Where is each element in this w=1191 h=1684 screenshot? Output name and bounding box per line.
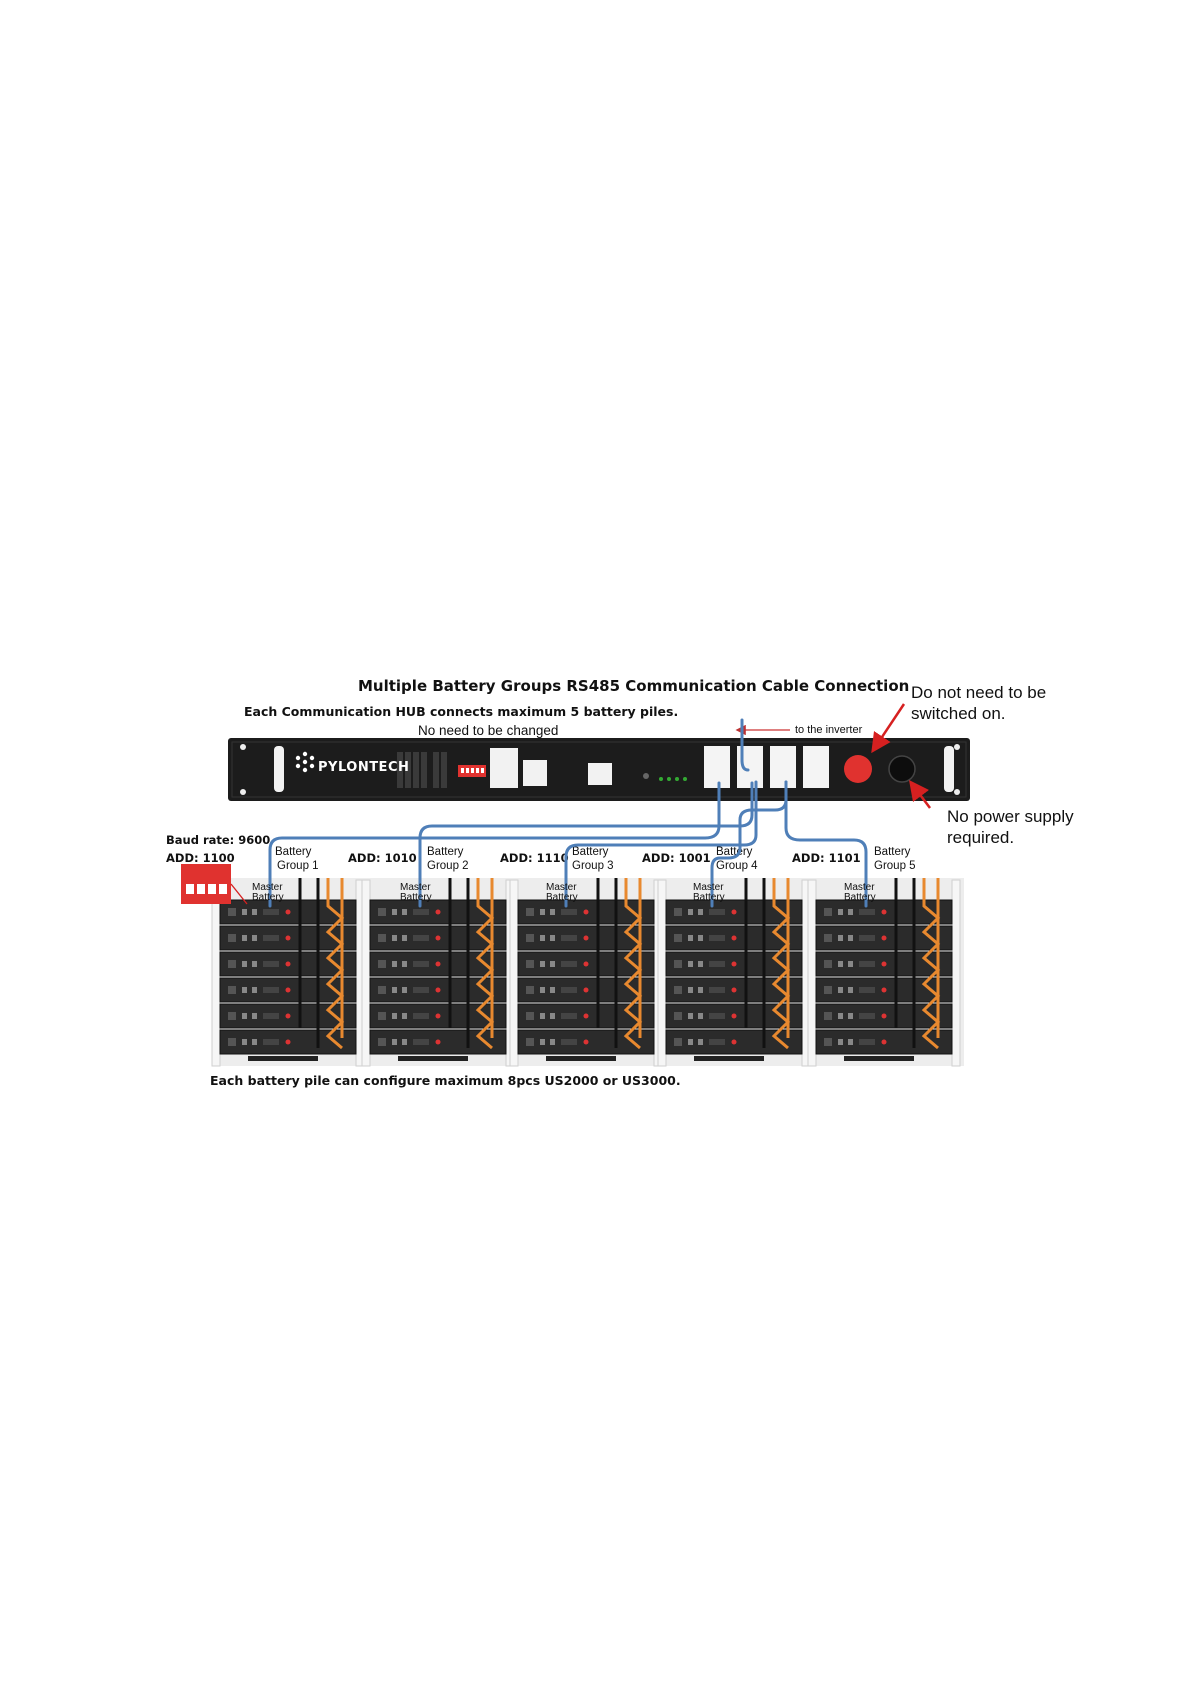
diagram-subtitle: Each Communication HUB connects maximum … bbox=[244, 704, 679, 719]
pylontech-logo-icon bbox=[295, 751, 315, 773]
rs232-port-icon bbox=[523, 760, 547, 786]
rs485-cables bbox=[268, 718, 868, 908]
group-1-address: ADD: 1100 bbox=[166, 851, 235, 865]
cable-group-4 bbox=[710, 780, 788, 908]
switch-arrow-icon bbox=[871, 703, 906, 754]
power-note: No power supply required. bbox=[947, 807, 1074, 847]
rj45-port-3-icon bbox=[770, 746, 796, 788]
rj45-port-4-icon bbox=[803, 746, 829, 788]
cable-group-2 bbox=[418, 781, 754, 908]
battery-rack-2 bbox=[361, 878, 515, 1067]
can-out-port-icon bbox=[490, 748, 518, 788]
cable-group-5 bbox=[784, 780, 868, 908]
power-button-icon bbox=[888, 755, 916, 783]
group-5-address: ADD: 1101 bbox=[792, 851, 861, 865]
inverter-label: to the inverter bbox=[795, 724, 863, 736]
battery-rack-4 bbox=[657, 878, 811, 1067]
baud-rate-label: Baud rate: 9600 bbox=[166, 833, 271, 847]
brand-logo: PYLONTECH bbox=[318, 760, 410, 775]
hub-dip-switch-icon bbox=[458, 765, 486, 777]
hub-note: No need to be changed bbox=[418, 723, 559, 738]
battery-dip-switch-icon bbox=[181, 864, 248, 905]
battery-rack-5 bbox=[807, 878, 961, 1067]
group-3-address: ADD: 1110 bbox=[500, 851, 569, 865]
battery-rack-3 bbox=[509, 878, 663, 1067]
footer-note: Each battery pile can configure maximum … bbox=[210, 1073, 681, 1088]
group-4-address: ADD: 1001 bbox=[642, 851, 711, 865]
diagram-title: Multiple Battery Groups RS485 Communicat… bbox=[358, 677, 910, 695]
switch-note: Do not need to be switched on. bbox=[911, 683, 1047, 723]
power-switch-red-icon bbox=[844, 755, 872, 783]
left-handle bbox=[274, 746, 284, 792]
right-handle bbox=[944, 746, 954, 792]
cable-group-3 bbox=[564, 780, 758, 908]
group-2-address: ADD: 1010 bbox=[348, 851, 417, 865]
battery-rack-1 bbox=[211, 878, 365, 1067]
power-arrow-icon bbox=[909, 780, 931, 809]
can-in-port-icon bbox=[588, 763, 612, 785]
battery-racks bbox=[211, 878, 964, 1067]
cable-group-1 bbox=[268, 781, 721, 908]
rj45-port-1-icon bbox=[704, 746, 730, 788]
